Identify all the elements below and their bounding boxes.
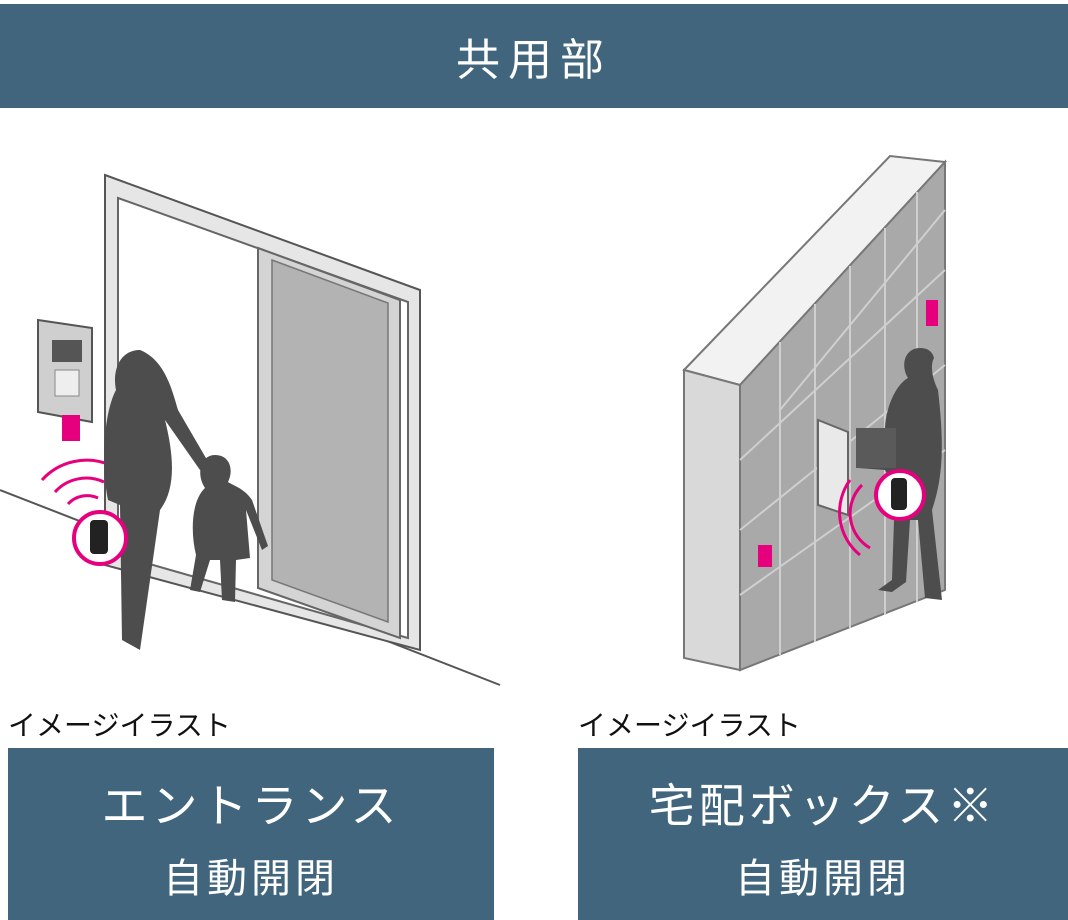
- delivery-box-subtitle: 自動開閉: [735, 856, 911, 902]
- entrance-illustration: [0, 173, 501, 686]
- right-image-caption: イメージイラスト: [578, 709, 801, 742]
- delivery-box-label-box: 宅配ボックス※ 自動開閉: [578, 748, 1068, 920]
- delivery-box-title: 宅配ボックス※: [648, 779, 998, 833]
- entrance-label-box: エントランス 自動開閉: [8, 748, 494, 920]
- section-title-banner: 共用部: [0, 4, 1068, 108]
- left-image-caption: イメージイラスト: [8, 709, 231, 742]
- entrance-subtitle: 自動開閉: [163, 856, 339, 902]
- delivery-box-illustration: [682, 154, 948, 672]
- entrance-title: エントランス: [101, 779, 401, 833]
- section-title: 共用部: [456, 35, 612, 86]
